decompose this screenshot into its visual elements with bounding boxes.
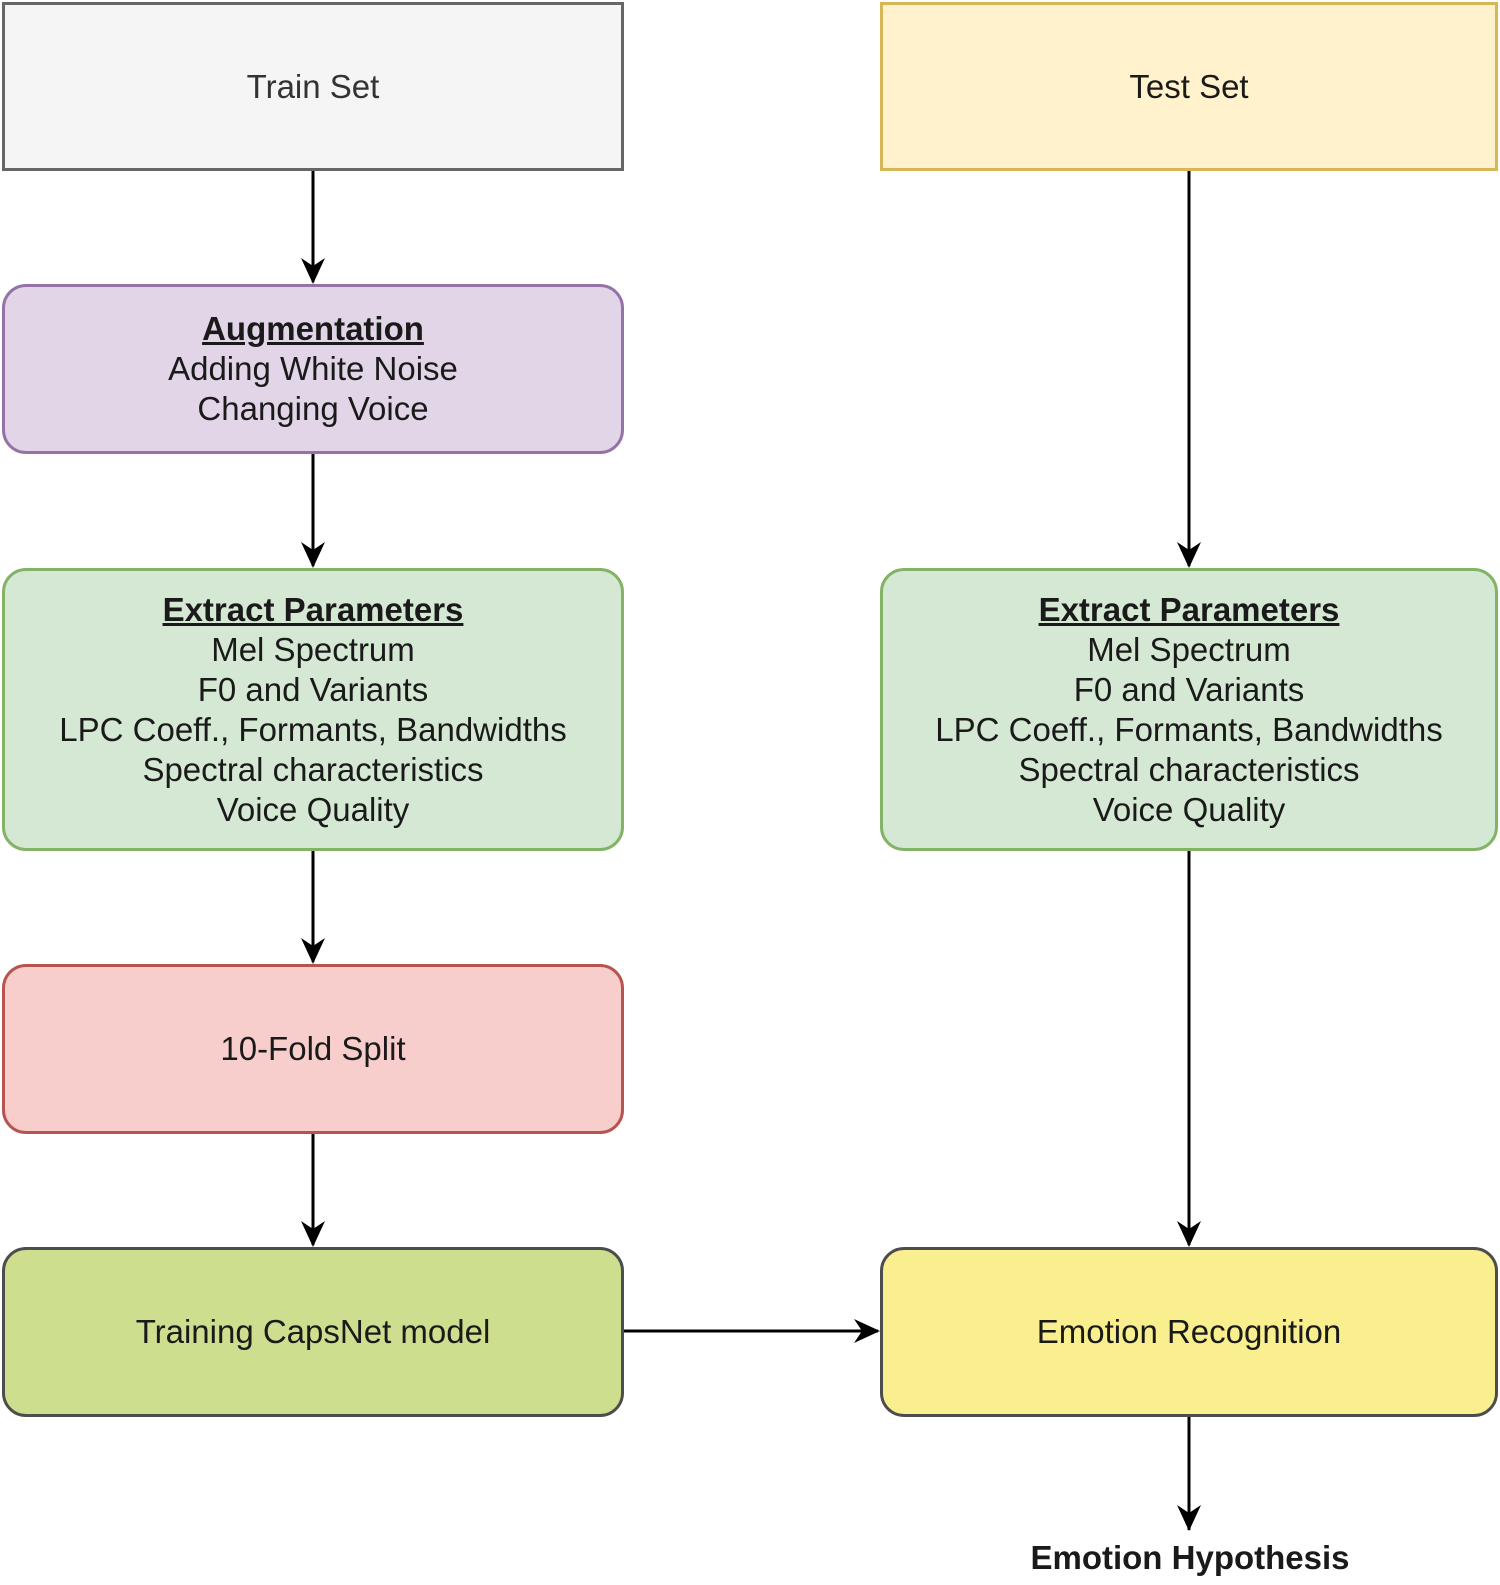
arrowhead — [1177, 1221, 1201, 1247]
extract-parameter-item: Mel Spectrum — [1087, 630, 1291, 668]
extract-parameter-item: Mel Spectrum — [211, 630, 415, 668]
arrowhead — [1177, 542, 1201, 568]
augmentation-line: Adding White Noise — [168, 350, 458, 387]
extract-parameter-item: Spectral characteristics — [142, 750, 484, 788]
extract-parameter-item: LPC Coeff., Formants, Bandwidths — [935, 710, 1443, 748]
arrowhead — [301, 258, 325, 284]
test-set-label: Test Set — [1129, 67, 1249, 105]
emotion-recognition-label: Emotion Recognition — [1036, 1313, 1342, 1350]
extract-parameter-item: Voice Quality — [1092, 790, 1286, 828]
extract-parameters-title: Extract Parameters — [1038, 590, 1340, 628]
arrowhead — [301, 1221, 325, 1247]
ten-fold-split-node: 10-Fold Split — [2, 964, 624, 1134]
augmentation-node: Augmentation Adding White Noise Changing… — [2, 284, 624, 454]
extract-parameters-test-node: Extract Parameters Mel Spectrum F0 and V… — [880, 568, 1498, 851]
extract-parameter-item: Voice Quality — [216, 790, 410, 828]
ten-fold-split-label: 10-Fold Split — [220, 1030, 406, 1067]
augmentation-title: Augmentation — [202, 310, 424, 347]
extract-parameters-title: Extract Parameters — [162, 590, 464, 628]
arrowhead — [854, 1319, 880, 1343]
extract-parameter-item: F0 and Variants — [1073, 670, 1305, 708]
emotion-hypothesis-label: Emotion Hypothesis — [1030, 1539, 1350, 1576]
extract-parameter-item: LPC Coeff., Formants, Bandwidths — [59, 710, 567, 748]
train-set-node: Train Set — [2, 2, 624, 171]
train-set-label: Train Set — [246, 67, 380, 105]
training-capsnet-node: Training CapsNet model — [2, 1247, 624, 1417]
extract-parameter-item: F0 and Variants — [197, 670, 429, 708]
extract-parameter-item: Spectral characteristics — [1018, 750, 1360, 788]
augmentation-line: Changing Voice — [197, 390, 429, 427]
extract-parameters-train-node: Extract Parameters Mel Spectrum F0 and V… — [2, 568, 624, 851]
arrowhead — [301, 542, 325, 568]
training-capsnet-label: Training CapsNet model — [135, 1313, 491, 1350]
arrowhead — [301, 938, 325, 964]
emotion-recognition-node: Emotion Recognition — [880, 1247, 1498, 1417]
test-set-node: Test Set — [880, 2, 1498, 171]
arrowhead — [1177, 1505, 1201, 1531]
